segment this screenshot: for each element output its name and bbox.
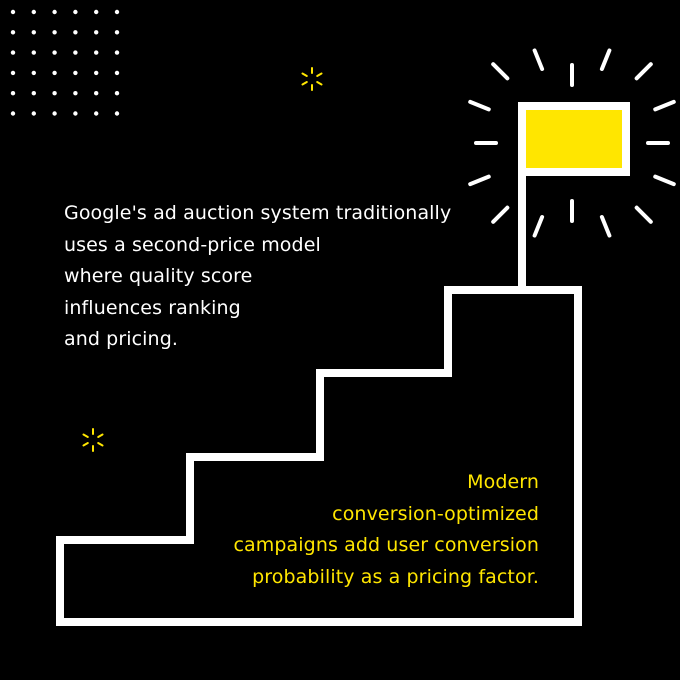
right-text-line: conversion-optimized: [332, 502, 539, 525]
burst-ray: [634, 205, 653, 224]
dot: [114, 70, 120, 76]
flag-icon: [518, 102, 630, 176]
dot: [52, 30, 57, 35]
sparkle-ray: [97, 433, 104, 438]
dot: [114, 9, 120, 15]
dot: [114, 30, 120, 35]
sparkle-ray: [82, 433, 89, 438]
dot: [94, 30, 99, 35]
dot: [73, 70, 78, 76]
dot: [73, 9, 78, 15]
left-text-line: uses a second-price model: [64, 233, 321, 256]
dot: [73, 50, 78, 55]
dot: [10, 111, 16, 116]
dot: [52, 50, 57, 55]
burst-ray: [634, 62, 653, 81]
dot: [94, 9, 99, 15]
dot: [73, 111, 78, 116]
sparkle-icon: [301, 67, 323, 91]
left-description: Google's ad auction system traditionally…: [64, 198, 451, 356]
sparkle-ray: [316, 81, 323, 86]
dot: [10, 91, 16, 96]
burst-ray: [653, 174, 676, 187]
burst-ray: [468, 99, 491, 112]
left-text-line: Google's ad auction system traditionally: [64, 202, 452, 224]
burst-ray: [532, 215, 545, 238]
burst-ray: [468, 174, 491, 187]
burst-ray: [653, 99, 676, 112]
sparkle-ray: [82, 442, 89, 447]
right-description: Modern conversion-optimized campaigns ad…: [233, 467, 539, 593]
dot: [114, 91, 120, 96]
dot: [52, 111, 57, 116]
dot: [10, 70, 16, 76]
burst-ray: [532, 48, 545, 71]
burst-rays-icon: [468, 48, 676, 238]
sparkle-ray: [97, 442, 104, 447]
dot: [94, 50, 99, 55]
dot: [52, 9, 57, 15]
dot: [94, 91, 99, 96]
sparkle-ray: [316, 72, 323, 77]
dot: [31, 50, 36, 55]
right-text-line: Modern: [467, 471, 539, 493]
dot: [52, 70, 57, 76]
dot: [114, 111, 120, 116]
dot: [31, 9, 36, 15]
burst-ray: [491, 62, 510, 81]
dot: [10, 50, 16, 55]
left-text-line: and pricing.: [64, 328, 179, 350]
right-text-line: campaigns add user conversion: [233, 534, 539, 556]
dot-grid-icon: [10, 9, 120, 116]
dot: [73, 91, 78, 96]
dot: [94, 70, 99, 76]
sparkle-icon: [82, 428, 104, 452]
staircase-icon: [56, 286, 582, 626]
sparkle-ray: [301, 72, 308, 77]
sparkle-ray: [301, 81, 308, 86]
dot: [114, 50, 120, 55]
burst-ray: [599, 215, 612, 238]
burst-ray: [491, 205, 510, 224]
dot: [31, 30, 36, 35]
dot: [94, 111, 99, 116]
dot: [31, 70, 36, 76]
left-text-line: where quality score: [64, 265, 253, 287]
dot: [31, 111, 36, 116]
dot: [10, 30, 16, 35]
left-text-line: influences ranking: [64, 296, 241, 319]
dot: [10, 9, 16, 15]
dot: [31, 91, 36, 96]
dot: [73, 30, 78, 35]
burst-ray: [599, 48, 612, 71]
dot: [52, 91, 57, 96]
right-text-line: probability as a pricing factor.: [252, 565, 539, 588]
